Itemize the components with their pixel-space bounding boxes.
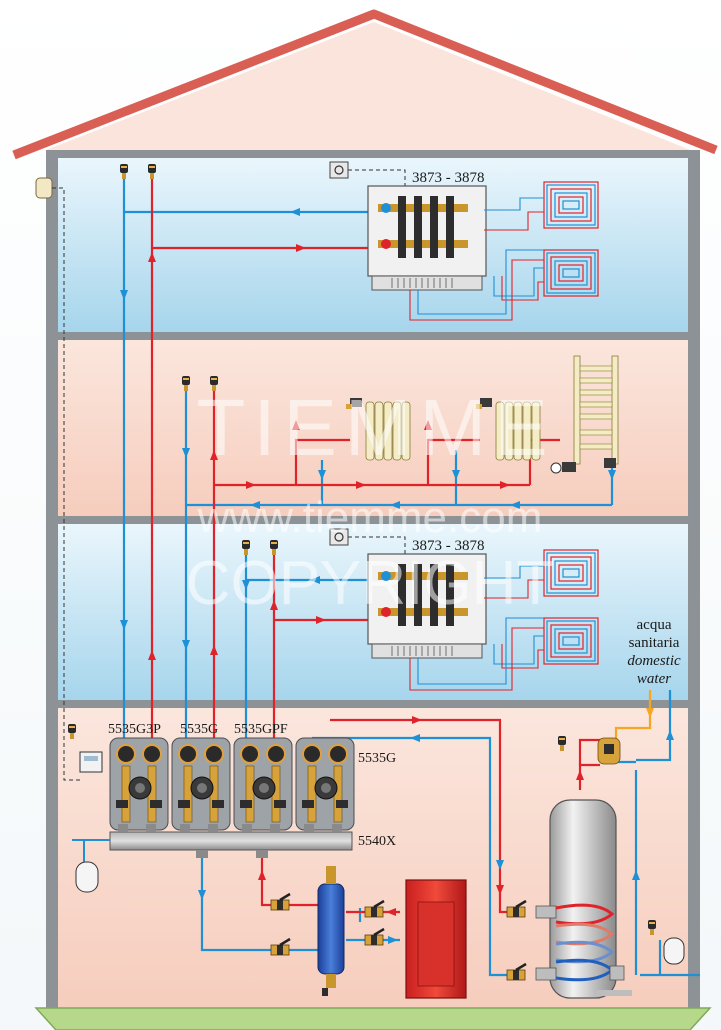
room-thermostat-ground-icon <box>79 751 103 773</box>
label-pump-group-3: 5535GPF <box>234 722 288 737</box>
label-sanitaria: sanitaria <box>629 635 680 651</box>
label-manifold-mid: 3873 - 3878 <box>412 538 485 554</box>
ground <box>34 1007 712 1030</box>
manifold-cabinet-mid <box>367 553 487 659</box>
collector-5540x <box>109 824 353 858</box>
watermark-copyright: COPYRIGHT <box>186 549 555 618</box>
label-domestic: domestic <box>627 653 681 669</box>
attic <box>46 22 690 150</box>
watermark-url: www.tiemme.com <box>197 493 543 542</box>
dhw-cylinder-icon <box>535 799 632 999</box>
watermark-brand: TIEMME <box>196 383 555 472</box>
hydraulic-separator-icon <box>317 866 345 996</box>
sensor-wire <box>52 187 80 781</box>
manifold-cabinet-top <box>367 185 487 291</box>
label-manifold-top: 3873 - 3878 <box>412 170 485 186</box>
thermostat-icon <box>329 161 349 546</box>
thermostat-wire <box>348 169 406 190</box>
floor-loop-pipes <box>409 197 544 691</box>
label-pump-group-1: 5535G3P <box>108 722 161 737</box>
label-collector: 5540X <box>358 834 396 849</box>
label-pump-group-4: 5535G <box>358 751 396 766</box>
label-acqua: acqua <box>637 617 672 633</box>
label-pump-group-2: 5535G <box>180 722 218 737</box>
radiator-icon <box>365 401 541 461</box>
radiator-valve-icon <box>346 398 616 474</box>
thermostat-wire <box>348 536 406 555</box>
building-structure <box>46 150 700 1012</box>
label-water: water <box>637 671 671 687</box>
mixing-valve-icon <box>597 737 621 765</box>
outdoor-sensor-icon <box>35 177 53 199</box>
flow-arrows <box>120 208 674 944</box>
roof <box>12 9 718 160</box>
boiler-icon <box>405 879 467 999</box>
towel-radiator-icon <box>573 355 619 465</box>
expansion-tank-icon <box>72 839 685 965</box>
